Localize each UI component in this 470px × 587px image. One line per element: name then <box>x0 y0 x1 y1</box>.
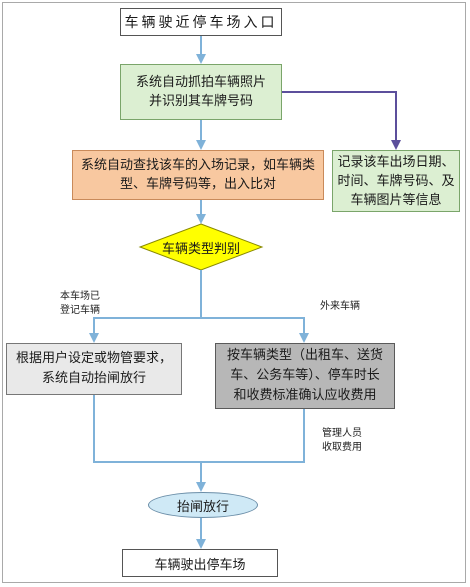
record-node: 记录该车出场日期、 时间、车牌号码、及 车辆图片等信息 <box>332 150 460 212</box>
external-action-node: 按车辆类型（出租车、送货 车、公务车等）、停车时长 和收费标准确认应收费用 <box>215 343 395 409</box>
registered-action-text: 根据用户设定或物管要求， 系统自动抬闸放行 <box>15 351 172 386</box>
start-node-text: 车辆驶近停车场入口 <box>124 15 278 31</box>
open-gate-node: 抬闸放行 <box>148 492 258 518</box>
capture-node: 系统自动抓拍车辆照片 并识别其车牌号码 <box>120 64 282 120</box>
arrow-external-to-merge <box>201 409 305 463</box>
record-node-text: 记录该车出场日期、 时间、车牌号码、及 车辆图片等信息 <box>337 154 455 208</box>
capture-node-text: 系统自动抓拍车辆照片 并识别其车牌号码 <box>135 75 266 109</box>
registered-action-node: 根据用户设定或物管要求， 系统自动抬闸放行 <box>6 343 182 395</box>
arrow-decision-to-external <box>201 317 309 343</box>
exit-node-text: 车辆驶出停车场 <box>154 557 246 573</box>
open-gate-text: 抬闸放行 <box>176 499 229 515</box>
decision-node-text: 车辆类型判别 <box>161 241 240 257</box>
lookup-node: 系统自动查找该车的入场记录，如车辆类 型、车牌号码等，出入比对 <box>72 150 324 200</box>
edge-label-external: 外来车辆 <box>320 301 360 312</box>
arrow-capture-to-record <box>282 91 401 150</box>
arrow-registered-to-merge <box>93 395 201 463</box>
exit-node: 车辆驶出停车场 <box>122 549 278 577</box>
edge-label-staff-fee: 管理人员 收取费用 <box>322 428 362 453</box>
diagram-frame <box>2 2 466 583</box>
lookup-node-text: 系统自动查找该车的入场记录，如车辆类 型、车牌号码等，出入比对 <box>80 158 315 192</box>
start-node: 车辆驶近停车场入口 <box>120 8 282 36</box>
external-action-text: 按车辆类型（出租车、送货 车、公务车等）、停车时长 和收费标准确认应收费用 <box>226 348 383 403</box>
edge-label-registered: 本车场已 登记车辆 <box>60 291 100 316</box>
arrow-decision-to-registered <box>89 317 201 343</box>
